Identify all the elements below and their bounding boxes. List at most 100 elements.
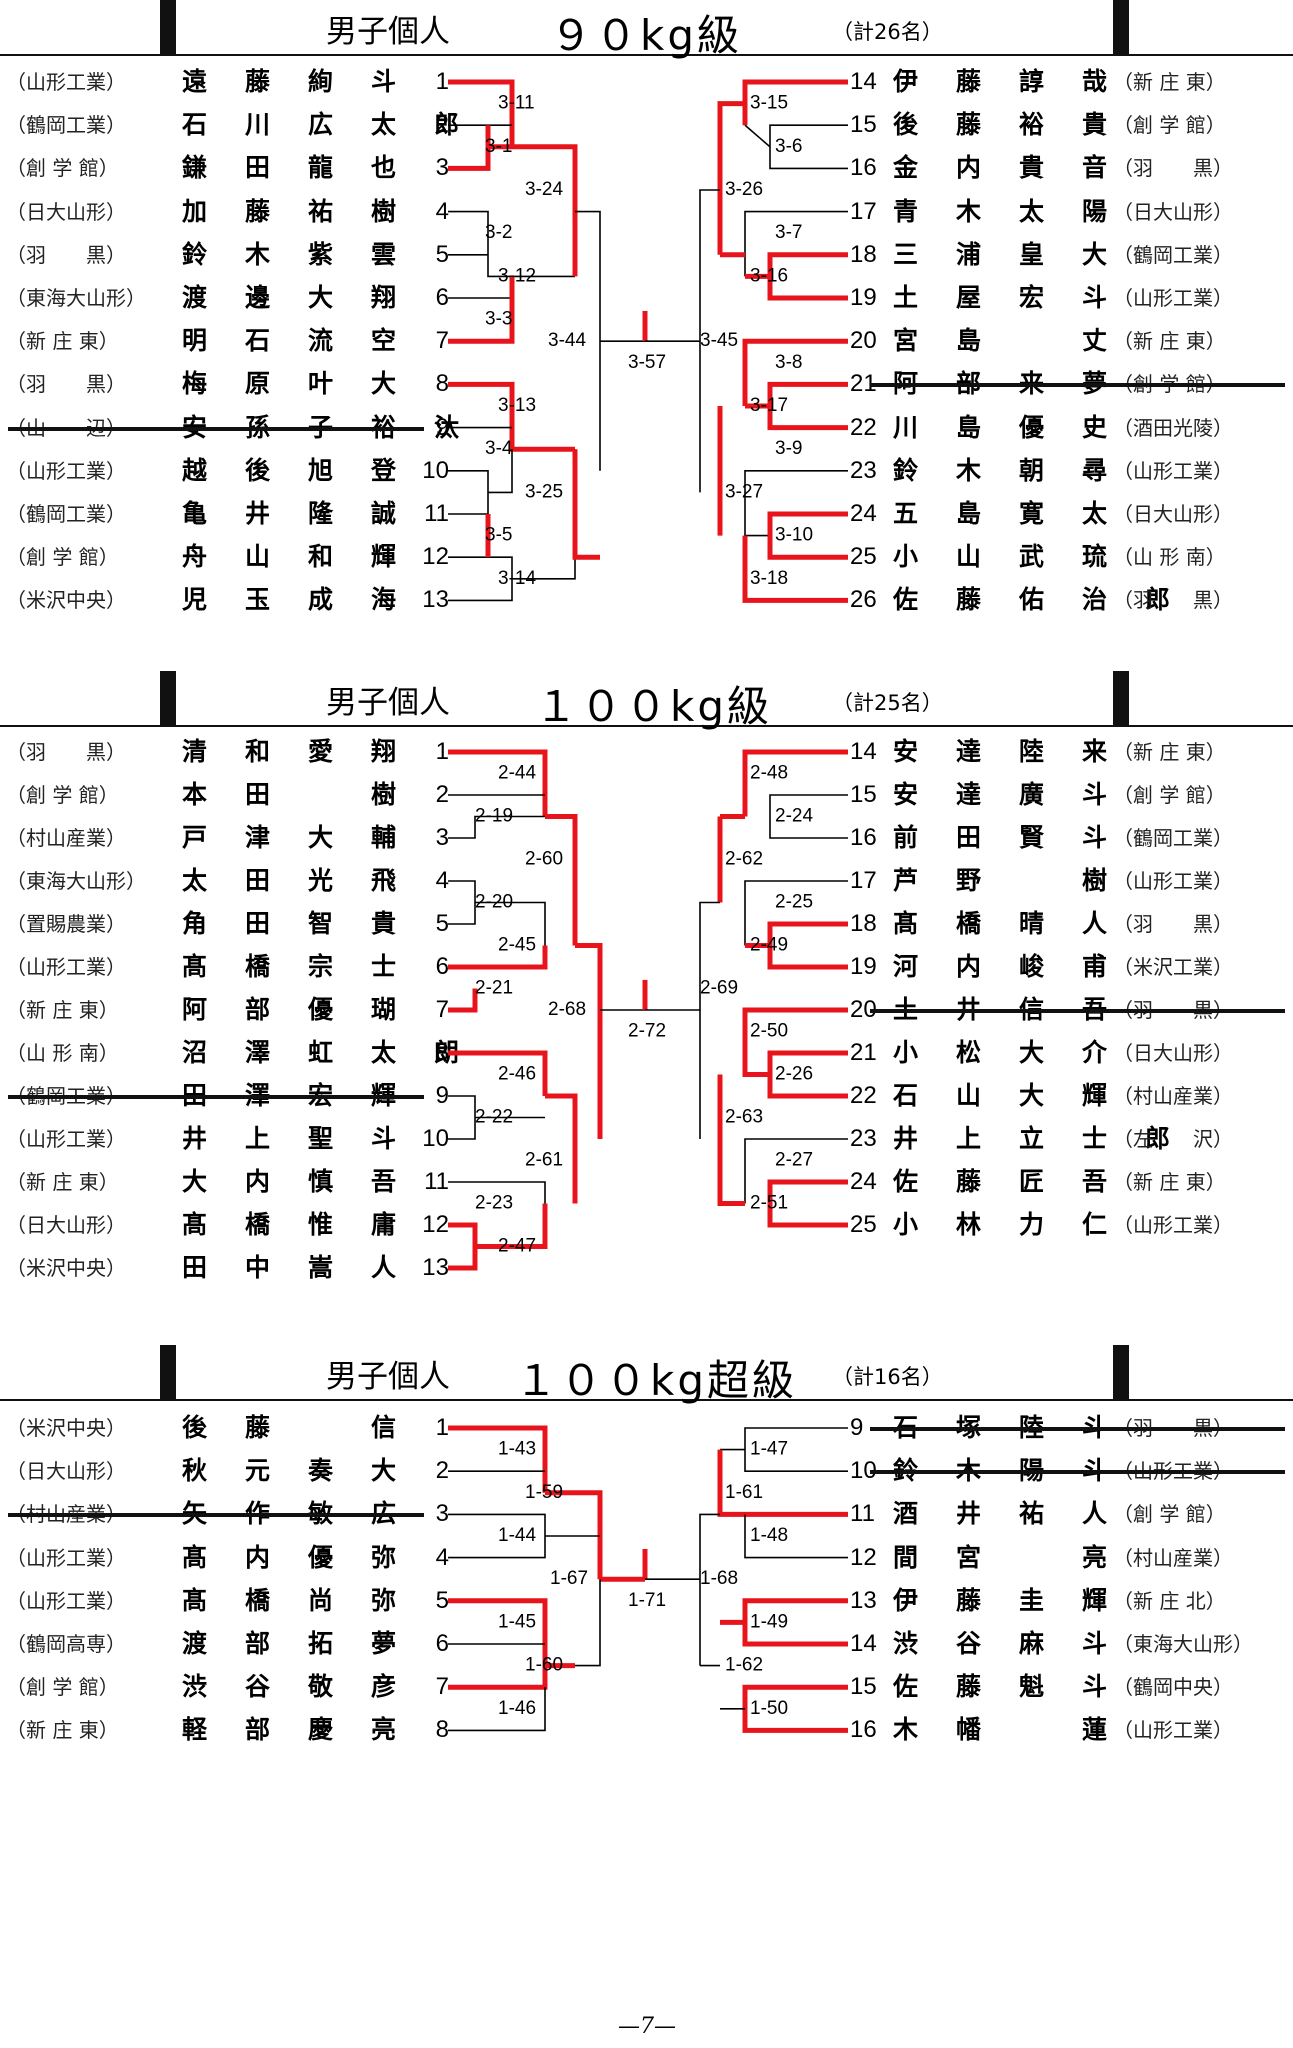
seed-number: 6 <box>435 1630 449 1657</box>
school-name: （日大山形） <box>1113 502 1233 526</box>
school-name: （新 庄 北） <box>1113 1588 1226 1613</box>
match-number: 2-45 <box>498 935 536 956</box>
match-number: 1-61 <box>725 1482 763 1503</box>
seed-number: 9 <box>435 413 449 441</box>
seed-number: 13 <box>422 1254 449 1281</box>
competitor-name: 渋谷敬彦 <box>182 1672 435 1702</box>
withdrawn-strike <box>8 426 424 431</box>
match-number: 2-44 <box>498 763 536 784</box>
match-number: 2-23 <box>475 1193 513 1214</box>
competitor-name: 後藤裕貴 <box>893 110 1146 140</box>
bracket-line <box>744 1138 848 1204</box>
bracket-line <box>744 124 771 148</box>
header-rule <box>0 725 1293 727</box>
header-bar <box>160 1345 176 1401</box>
competitor-name: 髙橋惟庸 <box>182 1210 435 1239</box>
school-name: （東海大山形） <box>1113 1632 1253 1656</box>
competitor-name: 佐藤匠吾 <box>893 1167 1146 1196</box>
bracket-line <box>448 988 478 1013</box>
school-name: （新 庄 東） <box>6 329 119 354</box>
school-name: （山形工業） <box>6 1588 126 1613</box>
withdrawn-strike <box>870 1009 1285 1013</box>
school-name: （創 学 館） <box>6 1675 119 1700</box>
seed-number: 6 <box>435 284 449 311</box>
bracket-line <box>448 210 575 278</box>
school-name: （米沢中央） <box>6 588 126 613</box>
match-number: 1-67 <box>550 1568 588 1589</box>
competitor-name: 本田 樹 <box>182 780 435 809</box>
bracket-line <box>742 535 848 603</box>
bracket-line <box>448 1050 548 1096</box>
school-name: （山形工業） <box>6 70 126 94</box>
match-number: 2-51 <box>750 1193 788 1214</box>
match-number: 1-44 <box>498 1525 536 1546</box>
bracket-line <box>767 1050 848 1099</box>
bracket-line <box>717 1074 745 1206</box>
bracket-line <box>742 1007 848 1077</box>
school-name: （羽 黒） <box>6 740 126 764</box>
competitor-name: 安達陸来 <box>893 737 1146 766</box>
seed-number: 23 <box>850 456 877 484</box>
match-number: 2-19 <box>475 806 513 827</box>
competitor-name: 後藤 信 <box>182 1413 435 1442</box>
match-number: 3-26 <box>725 179 763 200</box>
seed-number: 17 <box>850 867 877 894</box>
match-number: 3-12 <box>498 265 536 286</box>
school-name: （日大山形） <box>6 1213 126 1237</box>
bracket-line <box>448 880 476 925</box>
bracket-line <box>742 749 848 817</box>
seed-number: 1 <box>435 68 449 95</box>
school-name: （新 庄 東） <box>6 998 119 1022</box>
match-number: 3-18 <box>750 568 788 589</box>
seed-number: 12 <box>422 1211 449 1238</box>
match-number: 2-24 <box>775 806 813 827</box>
competitor-name: 角田智貴 <box>182 909 435 938</box>
match-number: 1-49 <box>750 1611 788 1632</box>
school-name: （羽 黒） <box>1113 156 1233 181</box>
match-number: 2-46 <box>498 1064 536 1085</box>
seed-number: 16 <box>850 154 877 182</box>
match-number: 3-6 <box>775 136 802 157</box>
match-number: 2-25 <box>775 892 813 913</box>
school-name: （米沢中央） <box>6 1256 126 1280</box>
match-number: 1-50 <box>750 1698 788 1719</box>
school-name: （山形工業） <box>1113 869 1233 893</box>
competitor-name: 小松大介 <box>893 1038 1146 1067</box>
school-name: （新 庄 東） <box>1113 329 1226 354</box>
school-name: （羽 黒） <box>1113 588 1233 613</box>
header-bar <box>1113 671 1129 727</box>
match-number: 3-45 <box>700 330 738 351</box>
match-number: 2-72 <box>628 1021 666 1042</box>
school-name: （日大山形） <box>6 199 126 224</box>
school-name: （東海大山形） <box>6 286 146 310</box>
bracket-line <box>742 338 848 406</box>
seed-number: 9 <box>435 1082 449 1109</box>
seed-number: 19 <box>850 284 877 311</box>
school-name: （新 庄 東） <box>1113 1170 1226 1194</box>
page-number: —7— <box>618 2014 676 2039</box>
school-name: （鶴岡工業） <box>6 113 126 138</box>
competitor-name: 沼澤虹太朗 <box>182 1038 498 1067</box>
match-number: 3-13 <box>498 395 536 416</box>
bracket-line <box>512 449 576 580</box>
bracket-line <box>769 794 848 839</box>
withdrawn-strike <box>870 1470 1285 1475</box>
school-name: （新 庄 東） <box>6 1170 119 1194</box>
school-name: （日大山形） <box>1113 1041 1233 1065</box>
match-number: 3-11 <box>498 93 535 114</box>
